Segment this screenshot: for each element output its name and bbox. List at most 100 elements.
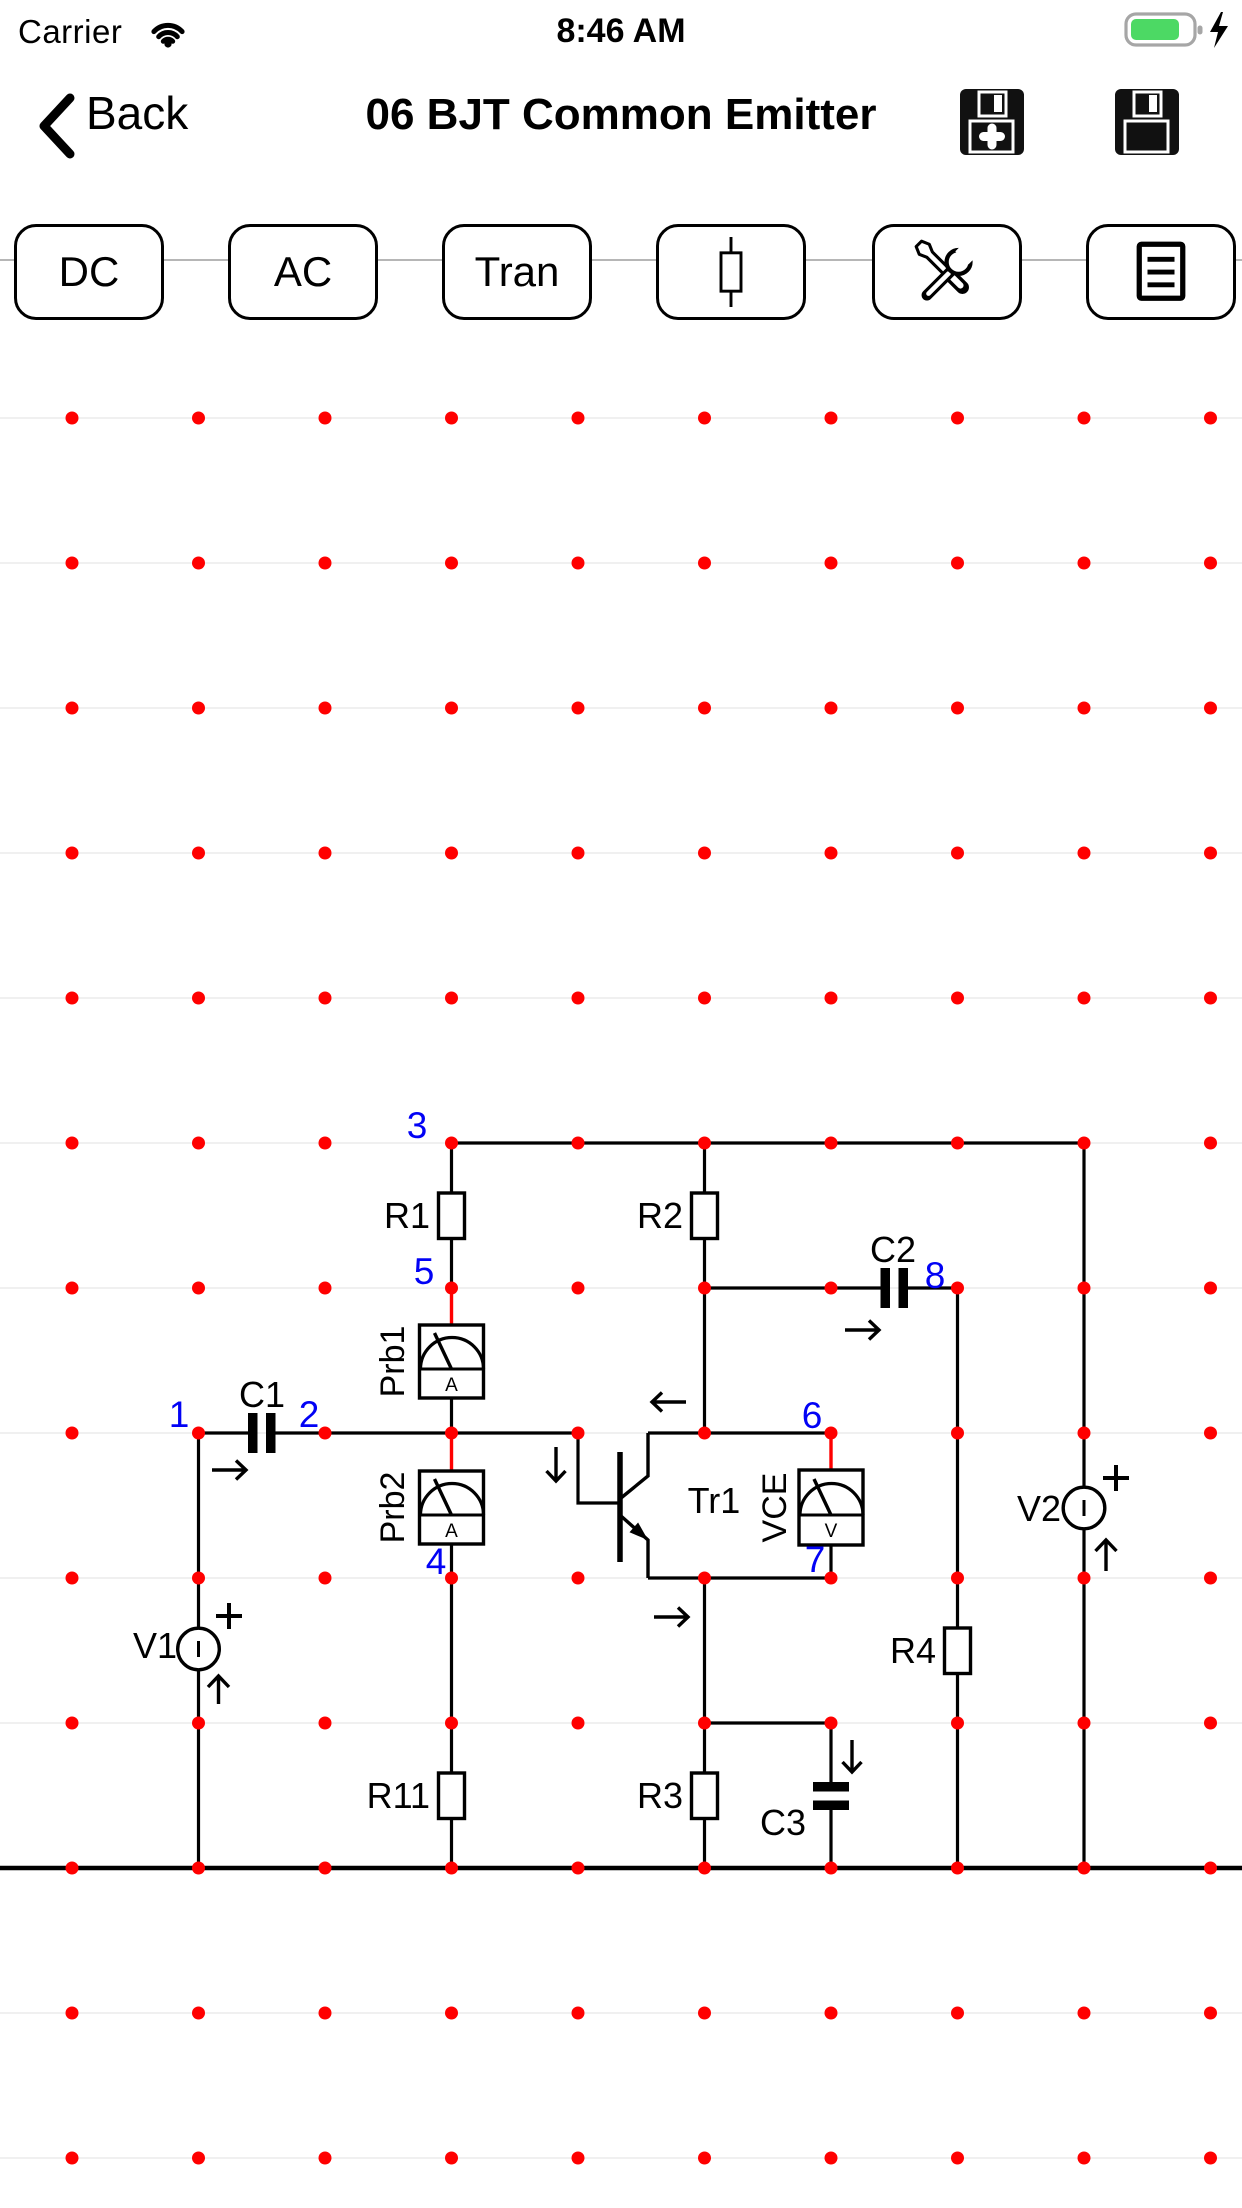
grid-dot [698,411,711,425]
probe-leads[interactable] [449,1288,833,1471]
resistor-r1-body[interactable] [436,1191,467,1241]
resistor-r11-body[interactable] [436,1771,467,1821]
node-label-1: 1 [169,1394,190,1435]
grid-dot [571,701,585,715]
grid-dot [1204,1281,1217,1295]
label-r4: R4 [890,1630,936,1671]
tools-icon [914,239,981,301]
grid-dot [571,2151,585,2165]
resistor-icon [719,237,743,307]
grid-dot [318,1716,332,1730]
grid-dot [824,1861,838,1875]
save-as-floppy-icon [977,90,1008,118]
resistor-r3-body[interactable] [689,1771,720,1821]
component-button[interactable] [656,224,806,320]
grid-dot [1077,556,1091,570]
resistors[interactable] [436,1191,973,1821]
meter-needle [432,1332,454,1370]
wire-segment[interactable] [704,1721,833,1782]
grid-dot [192,701,205,715]
source-arrow-up [1094,1537,1118,1571]
grid-dot [65,1571,79,1585]
grid-dot [192,1861,205,1875]
back-button[interactable]: Back [86,87,189,139]
grid-dot [192,1136,205,1150]
grid-dot [571,1136,585,1150]
grid-dot [951,411,964,425]
wires[interactable] [196,1141,1086,1868]
grid-dot [698,1426,711,1440]
grid-dot [1077,1571,1091,1585]
ac-analysis-button[interactable]: AC [228,224,378,320]
grid-dot [65,2151,79,2165]
list-icon [1136,241,1186,301]
grid-dot [445,1571,458,1585]
capacitor-c3-plate[interactable] [813,1782,849,1792]
capacitors[interactable] [248,1268,908,1810]
grid-dot [445,556,458,570]
grid-dot [65,991,79,1005]
label-v1: V1 [133,1625,177,1666]
meter-prb1[interactable]: A [417,1323,486,1400]
tools-button[interactable] [872,224,1022,320]
grid-dot [445,1281,458,1295]
meter-unit: V [825,1521,838,1542]
grid-dot [824,1716,838,1730]
save-as-button[interactable] [959,88,1025,156]
capacitor-c1-plate[interactable] [248,1413,258,1453]
grid-dot [1077,1861,1091,1875]
wire-segment[interactable] [275,1431,619,1505]
grid-dot [571,846,585,860]
label-c2: C2 [870,1229,916,1270]
grid-dot [698,1716,711,1730]
wire-segment[interactable] [449,1141,1086,1488]
meter-dial-arc [418,1481,486,1516]
grid-dot [824,411,838,425]
grid-dot [318,1281,332,1295]
grid-dot [65,411,79,425]
grid-dot [951,846,964,860]
label-r3: R3 [637,1775,683,1816]
grid-dot [192,1281,205,1295]
meter-vce[interactable]: V [797,1468,865,1547]
resistor-r4-body[interactable] [942,1626,973,1676]
sources[interactable] [175,1485,1107,1672]
status-time: 8:46 AM [556,12,686,50]
tran-analysis-button[interactable]: Tran [442,224,592,320]
grid-dot [951,991,964,1005]
capacitor-c3-plate[interactable] [813,1800,849,1811]
wire-segment[interactable] [196,1431,249,1629]
grid-dot [192,2006,205,2020]
battery-icon [1118,0,1242,69]
grid-dot [824,991,838,1005]
dc-analysis-button[interactable]: DC [14,224,164,320]
grid-dot [318,846,332,860]
capacitor-c2-plate[interactable] [898,1268,909,1308]
save-button[interactable] [1114,88,1180,156]
grid-dot [1077,701,1091,715]
capacitor-c1-plate[interactable] [266,1413,276,1453]
grid-dot [824,1281,838,1295]
grid-dot [1204,701,1217,715]
meter-needle [432,1478,454,1516]
meter-unit: A [445,1521,458,1542]
meter-prb2[interactable]: A [417,1469,486,1546]
transistor-collector [619,1433,650,1500]
current-arrow-down [841,1740,863,1775]
transistor-emitter [619,1514,650,1578]
grid-dot [571,1281,585,1295]
netlist-button[interactable] [1086,224,1236,320]
grid-dot [571,1426,585,1440]
grid-dot [318,1571,332,1585]
meter-dial-arc [418,1335,486,1370]
grid-dot [318,1426,332,1440]
label-r1: R1 [384,1195,430,1236]
transistor-tr1[interactable] [617,1433,650,1578]
label-prb2: Prb2 [374,1472,412,1544]
resistor-r2-body[interactable] [689,1191,720,1241]
back-chevron-icon[interactable] [34,90,78,167]
capacitor-c2-plate[interactable] [880,1268,891,1308]
meters[interactable]: A A V [417,1323,865,1547]
grid-dot [192,556,205,570]
